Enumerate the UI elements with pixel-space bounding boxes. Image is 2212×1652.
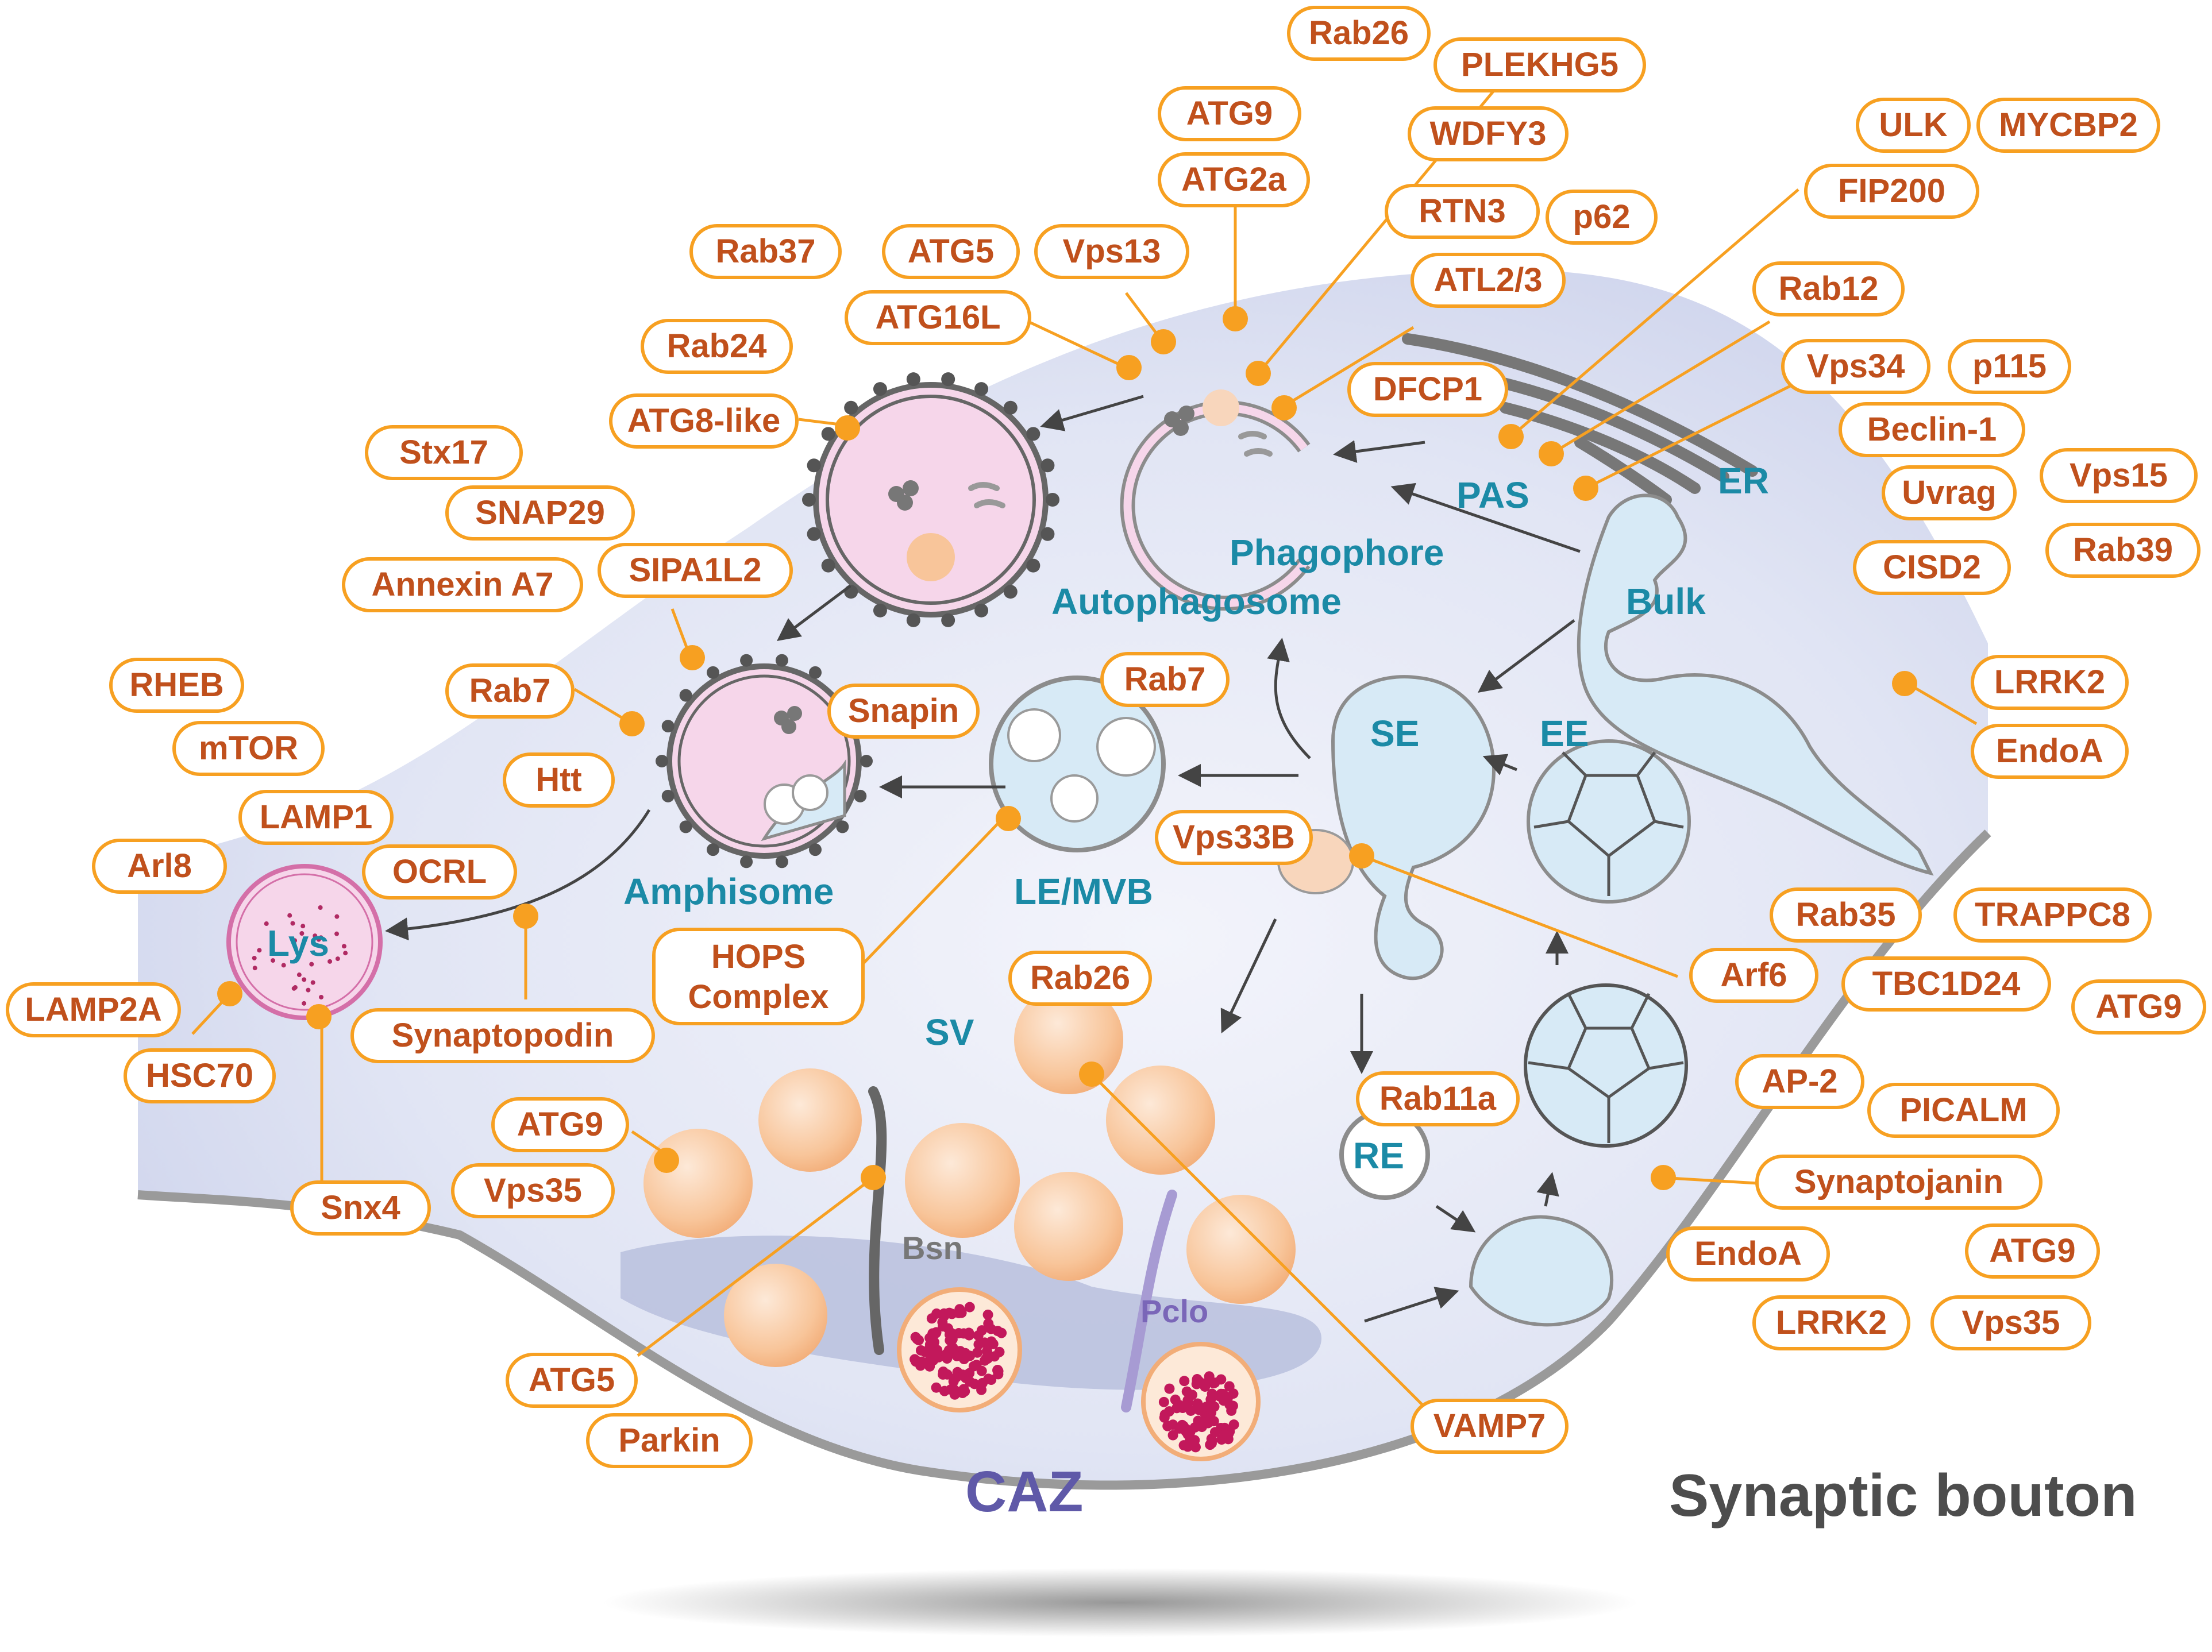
label-lamp1: LAMP1 [238,790,394,845]
label-lrrk2-bottom: LRRK2 [1752,1295,1910,1350]
label-annexin-a7: Annexin A7 [342,557,583,612]
connector-lines [191,62,1978,1408]
bulk-endosome [1577,493,1934,876]
label-snx4: Snx4 [290,1180,431,1236]
label-picalm: PICALM [1867,1083,2060,1138]
label-rab26-mid: Rab26 [1008,951,1152,1006]
label-ap-2: AP-2 [1735,1054,1864,1109]
bsn-label: Bsn [902,1230,963,1266]
amphisome [666,663,862,859]
label-rab37: Rab37 [689,224,842,279]
endocytic-pit [1469,1215,1613,1327]
lysosome [226,864,383,1020]
early-endosome [1527,739,1691,904]
label-atg5-top: ATG5 [882,224,1020,279]
se-label: SE [1370,713,1420,754]
label-hops-line1: HOPS [711,938,806,975]
label-vamp7: VAMP7 [1411,1399,1569,1454]
label-atg5-bottom: ATG5 [506,1353,638,1408]
label-p115: p115 [1948,339,2071,394]
bulk-label: Bulk [1626,581,1706,622]
autophagosome-label: Autophagosome [1051,581,1342,622]
label-rab7-mid: Rab7 [1100,652,1230,707]
label-rab26-top: Rab26 [1287,6,1431,61]
label-synaptopodin: Synaptopodin [350,1008,655,1063]
re-label: RE [1353,1135,1404,1176]
pclo-label: Pclo [1140,1293,1209,1329]
protein-dots [217,306,1917,1190]
label-uvrag: Uvrag [1882,465,2017,520]
label-rab39: Rab39 [2045,523,2201,578]
label-rab7-left: Rab7 [445,663,575,719]
label-snapin: Snapin [827,684,980,739]
label-endoa-right: EndoA [1971,724,2129,779]
caz-label: CAZ [965,1460,1084,1524]
label-atg9-top: ATG9 [1158,86,1301,141]
ee-label: EE [1540,713,1589,754]
sorting-endosome [1331,675,1496,981]
label-snap29: SNAP29 [445,485,635,541]
label-beclin-1: Beclin-1 [1839,402,2025,457]
label-rheb: RHEB [109,658,244,713]
label-synaptojanin: Synaptojanin [1755,1155,2043,1210]
label-sipa1l2: SIPA1L2 [598,543,793,598]
bsn-strand [868,1086,887,1355]
label-rab11a: Rab11a [1356,1071,1520,1126]
label-rab35: Rab35 [1770,887,1922,943]
clathrin-coated-vesicle [1524,983,1688,1148]
label-atg8-like: ATG8-like [609,393,799,449]
phagophore-label: Phagophore [1230,532,1444,573]
label-fip200: FIP200 [1804,164,1979,219]
label-parkin: Parkin [586,1413,753,1468]
pclo-strand [1121,1190,1177,1412]
synaptic-vesicles [643,985,1296,1367]
label-atg9-bottom: ATG9 [491,1097,629,1152]
label-atl23: ATL2/3 [1411,253,1566,308]
label-stx17: Stx17 [365,425,523,480]
label-arf6: Arf6 [1689,948,1818,1003]
label-mtor: mTOR [172,721,325,776]
diagram-title: Synaptic bouton [1669,1462,2137,1529]
label-tbc1d24: TBC1D24 [1841,956,2051,1012]
label-atg9-right: ATG9 [2071,979,2206,1035]
label-plekhg5: PLEKHG5 [1433,37,1646,92]
label-vps33b: Vps33B [1155,810,1313,865]
label-rab12: Rab12 [1752,261,1905,316]
label-rab24: Rab24 [641,319,793,374]
er-label: ER [1718,460,1769,501]
lys-label: Lys [267,923,329,964]
label-atg16l: ATG16L [845,290,1031,345]
ground-shadow [603,1568,1637,1637]
label-htt: Htt [503,752,615,808]
label-rtn3: RTN3 [1385,184,1540,239]
label-arl8: Arl8 [92,839,227,894]
label-wdfy3: WDFY3 [1408,106,1569,161]
label-vps34: Vps34 [1781,339,1930,394]
label-trappc8: TRAPPC8 [1953,887,2152,943]
label-vps15: Vps15 [2040,448,2198,503]
label-mycbp2: MYCBP2 [1976,98,2160,153]
label-ocrl: OCRL [362,844,517,900]
label-vps13: Vps13 [1034,224,1189,279]
pas-label: PAS [1456,474,1529,516]
label-ulk: ULK [1856,98,1971,153]
le-mvb-label: LE/MVB [1014,871,1153,912]
label-atg9-br: ATG9 [1965,1223,2100,1279]
label-hops-line2: Complex [688,978,829,1016]
label-endoa-bottom: EndoA [1666,1226,1830,1282]
label-vps35-left: Vps35 [451,1163,615,1218]
label-dfcp1: DFCP1 [1347,362,1508,417]
label-atg2a: ATG2a [1158,152,1310,207]
sv-label: SV [925,1012,974,1053]
label-cisd2: CISD2 [1853,540,2011,595]
label-p62: p62 [1546,190,1658,245]
label-vps35-br: Vps35 [1930,1295,2091,1350]
amphisome-label: Amphisome [623,871,834,912]
label-lamp2a: LAMP2A [6,982,181,1037]
label-lrrk2-right: LRRK2 [1971,655,2129,710]
label-hsc70: HSC70 [124,1048,276,1103]
